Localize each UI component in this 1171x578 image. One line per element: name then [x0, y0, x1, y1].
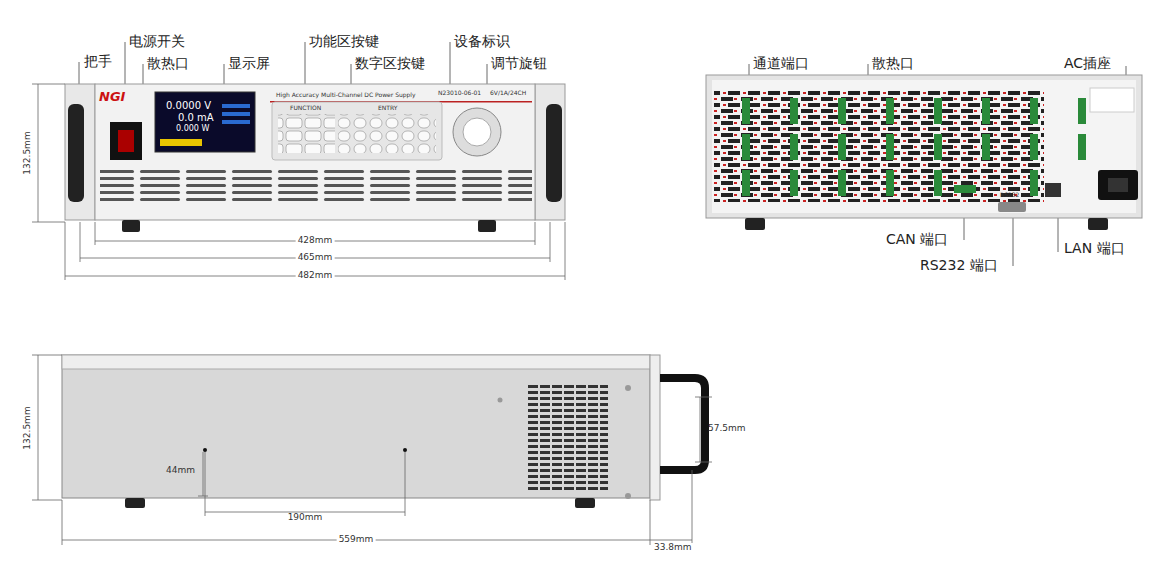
callout: 通道端口	[753, 56, 809, 71]
callout: AC插座	[1064, 56, 1111, 71]
callout: 调节旋钮	[491, 56, 547, 71]
port-text: RS232	[1000, 192, 1019, 199]
callout: 功能区按键	[309, 34, 379, 49]
screen-text: 0.0000 V	[166, 100, 211, 111]
panel-text: High Accuracy Multi-Channel DC Power Sup…	[276, 92, 416, 99]
callout: 散热口	[147, 56, 189, 71]
panel-text: 6V/1A/24CH	[490, 90, 526, 97]
panel-text: FUNCTION	[290, 105, 321, 112]
callout: 显示屏	[228, 56, 270, 71]
dimension: 190mm	[286, 513, 325, 523]
screen-text: 0.0 mA	[178, 112, 214, 123]
callout: CAN 端口	[886, 232, 948, 247]
callout: RS232 端口	[920, 258, 998, 273]
dimension: 482mm	[296, 271, 335, 281]
callout: 散热口	[872, 56, 914, 71]
callout: 把手	[84, 54, 112, 69]
panel-text: ENTRY	[378, 105, 397, 112]
dimension: 57.5mm	[708, 424, 746, 434]
callout: 电源开关	[129, 34, 185, 49]
dimension: 44mm	[166, 466, 195, 476]
dimension: 132.5mm	[23, 129, 33, 176]
dimension: 132.5mm	[23, 404, 33, 451]
brand-logo: NGI	[99, 90, 125, 104]
callout: 设备标识	[454, 34, 510, 49]
dimension: 559mm	[337, 535, 376, 545]
dimension: 33.8mm	[652, 543, 694, 553]
dimension: 465mm	[296, 253, 335, 263]
screen-text: 0.000 W	[176, 125, 209, 134]
callout: LAN 端口	[1064, 241, 1125, 256]
callout: 数字区按键	[355, 56, 425, 71]
panel-text: N23010-06-01	[438, 90, 481, 97]
dimension: 428mm	[296, 236, 335, 246]
